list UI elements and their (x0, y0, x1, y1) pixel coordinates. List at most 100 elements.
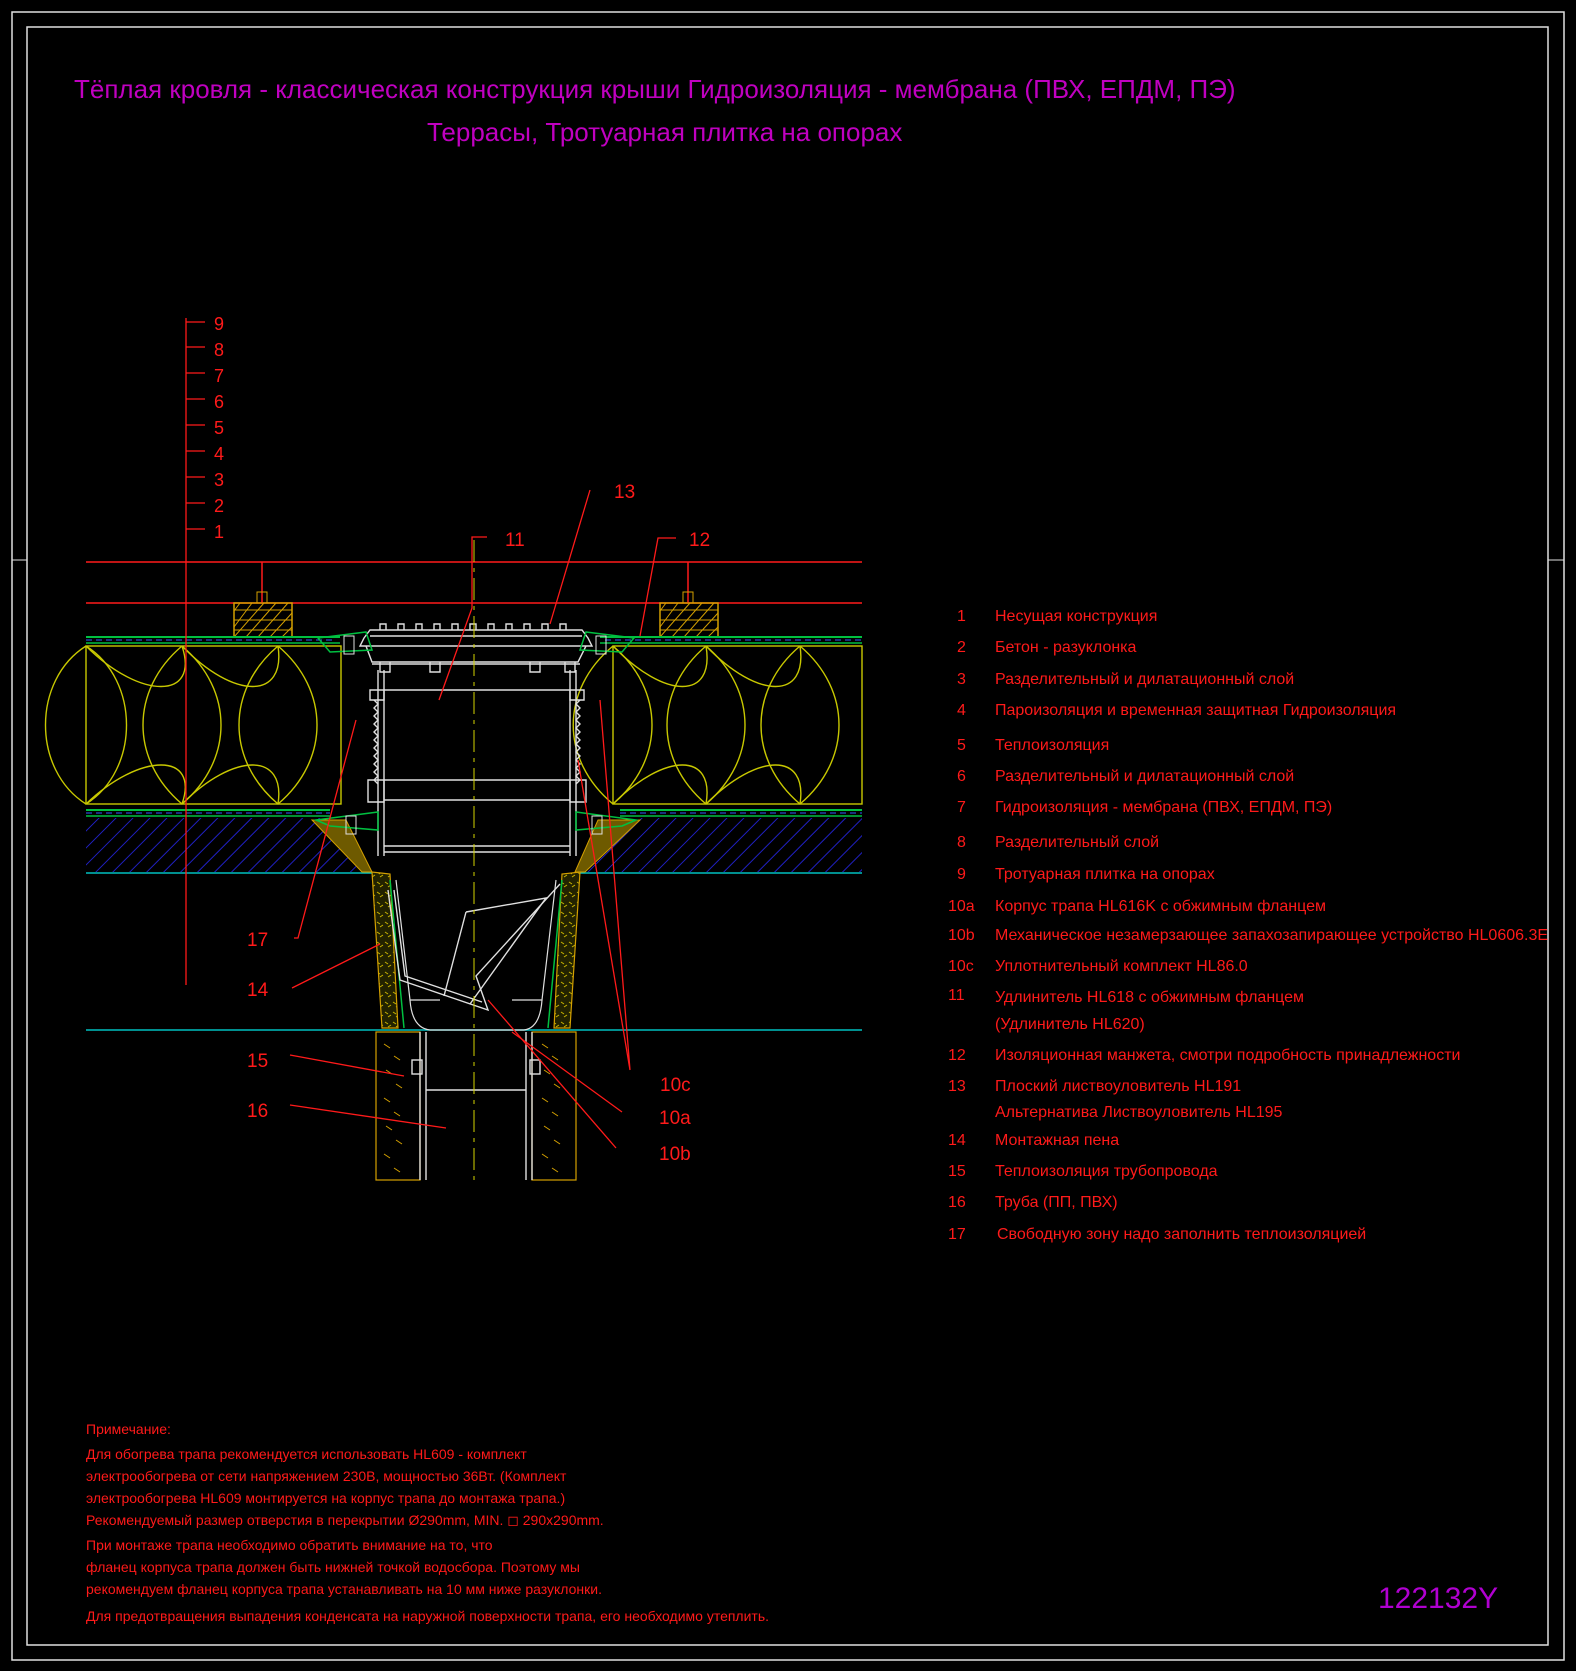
ruler-label-9: 9 (214, 314, 224, 334)
legend-number: 12 (948, 1047, 966, 1064)
legend-text: Уплотнительный комплект HL86.0 (995, 958, 1248, 975)
concrete-screed (86, 818, 862, 874)
drain-pipe (411, 1032, 541, 1180)
notes-heading: Примечание: (86, 1421, 171, 1437)
legend-text: Разделительный и дилатационный слой (995, 768, 1294, 785)
legend-text: Механическое незамерзающее запахозапираю… (995, 927, 1548, 944)
legend-number: 13 (948, 1078, 966, 1095)
legend-number: 17 (948, 1226, 966, 1243)
legend-text: Несущая конструкция (995, 608, 1157, 625)
legend-number: 5 (957, 737, 966, 754)
title-line-2: Террасы, Тротуарная плитка на опорах (427, 117, 902, 147)
callout-14: 14 (247, 980, 269, 1001)
legend-text-2: (Удлинитель HL620) (995, 1016, 1145, 1033)
callout-10c: 10c (660, 1075, 691, 1096)
legend-item-7: 7 Гидроизоляция - мембрана (ПВХ, ЕПДМ, ПЭ… (957, 799, 1332, 816)
legend-number: 8 (957, 834, 966, 851)
extender-body (367, 670, 587, 856)
legend-item-11: 11 Удлинитель HL618 с обжимным фланцем (… (948, 987, 1304, 1033)
legend-text: Гидроизоляция - мембрана (ПВХ, ЕПДМ, ПЭ) (995, 799, 1332, 816)
legend-item-16: 16 Труба (ПП, ПВХ) (948, 1194, 1118, 1211)
clamp-flange-upper (316, 631, 636, 655)
inner-frame (26, 26, 1549, 1646)
legend-item-10b: 10b Механическое незамерзающее запахозапи… (948, 927, 1548, 944)
callout-10b: 10b (659, 1144, 691, 1165)
legend-number: 10b (948, 927, 975, 944)
ruler-label-4: 4 (214, 444, 224, 464)
leader-lines (289, 489, 676, 1149)
legend-item-3: 3 Разделительный и дилатационный слой (957, 671, 1294, 688)
legend-number: 16 (948, 1194, 966, 1211)
legend-item-8: 8 Разделительный слой (957, 834, 1159, 851)
clamp-flange-lower (313, 811, 639, 835)
legend-text: Корпус трапа HL616K с обжимным фланцем (995, 898, 1326, 915)
legend-item-13: 13 Плоский листвоуловитель HL191 Альтерн… (948, 1078, 1283, 1121)
legend-number: 10a (948, 898, 975, 915)
legend-number: 6 (957, 768, 966, 785)
section-drawing: 9 8 7 6 5 4 3 2 1 13 11 12 17 14 15 16 1… (44, 314, 863, 1181)
callout-16: 16 (247, 1101, 268, 1122)
ruler-label-8: 8 (214, 340, 224, 360)
odour-trap (387, 883, 561, 1012)
ruler-label-3: 3 (214, 470, 224, 490)
drawing-number: 122132Y (1378, 1582, 1498, 1615)
legend-text: Изоляционная манжета, смотри подробность… (995, 1047, 1460, 1064)
pedestal-right (659, 562, 719, 638)
insulation-right (572, 645, 863, 805)
legend-text: Теплоизоляция трубопровода (995, 1163, 1218, 1180)
legend-number: 11 (948, 987, 965, 1004)
upper-membrane (86, 636, 862, 644)
callout-15: 15 (247, 1051, 268, 1072)
legend-item-10a: 10a Корпус трапа HL616K с обжимным фланце… (948, 898, 1326, 915)
legend-text: Монтажная пена (995, 1132, 1119, 1149)
legend-number: 15 (948, 1163, 966, 1180)
legend-number: 14 (948, 1132, 966, 1149)
legend-number: 10c (948, 958, 974, 975)
ruler-label-2: 2 (214, 496, 224, 516)
foam-wedge-right (574, 819, 642, 873)
legend-number: 2 (957, 639, 966, 656)
note-line: электрообогрева от сети напряжением 230В… (86, 1468, 567, 1484)
ruler-label-5: 5 (214, 418, 224, 438)
legend-text: Свободную зону надо заполнить теплоизоля… (997, 1226, 1366, 1243)
legend-text: Разделительный и дилатационный слой (995, 671, 1294, 688)
title-line-1: Тёплая кровля - классическая конструкция… (74, 74, 1236, 104)
legend-item-10c: 10c Уплотнительный комплект HL86.0 (948, 958, 1248, 975)
vapour-barrier (86, 809, 862, 817)
note-line: Для предотвращения выпадения конденсата … (86, 1608, 769, 1624)
ruler-label-7: 7 (214, 366, 224, 386)
ruler-labels: 9 8 7 6 5 4 3 2 1 (214, 314, 224, 542)
callout-10a: 10a (659, 1108, 691, 1129)
pipe-insulation (375, 1031, 577, 1181)
leaf-guard (358, 623, 594, 673)
ruler-label-6: 6 (214, 392, 224, 412)
insulation-left (44, 645, 342, 805)
notes: Примечание: Для обогрева трапа рекоменду… (86, 1421, 769, 1624)
legend-text: Разделительный слой (995, 834, 1159, 851)
note-line: Рекомендуемый размер отверстия в перекры… (86, 1512, 604, 1528)
layer-ruler (185, 318, 205, 985)
legend-number: 7 (957, 799, 966, 816)
note-line: Для обогрева трапа рекомендуется использ… (86, 1446, 527, 1462)
legend-item-9: 9 Тротуарная плитка на опорах (957, 866, 1215, 883)
callout-13: 13 (614, 482, 635, 503)
callout-12: 12 (689, 530, 710, 551)
legend-text: Труба (ПП, ПВХ) (995, 1194, 1118, 1211)
outer-frame (11, 11, 1565, 1661)
note-line: фланец корпуса трапа должен быть нижней … (86, 1559, 580, 1575)
legend-text: Плоский листвоуловитель HL191 (995, 1078, 1241, 1095)
legend-text: Тротуарная плитка на опорах (995, 866, 1215, 883)
legend-number: 9 (957, 866, 966, 883)
legend-text: Пароизоляция и временная защитная Гидрои… (995, 702, 1396, 719)
note-line: При монтаже трапа необходимо обратить вн… (86, 1537, 493, 1553)
callout-11: 11 (505, 530, 525, 551)
callout-labels: 13 11 12 17 14 15 16 10c 10a 10b (247, 482, 710, 1165)
legend-text: Удлинитель HL618 с обжимным фланцем (995, 989, 1304, 1006)
legend-number: 3 (957, 671, 966, 688)
legend-item-14: 14 Монтажная пена (948, 1132, 1119, 1149)
